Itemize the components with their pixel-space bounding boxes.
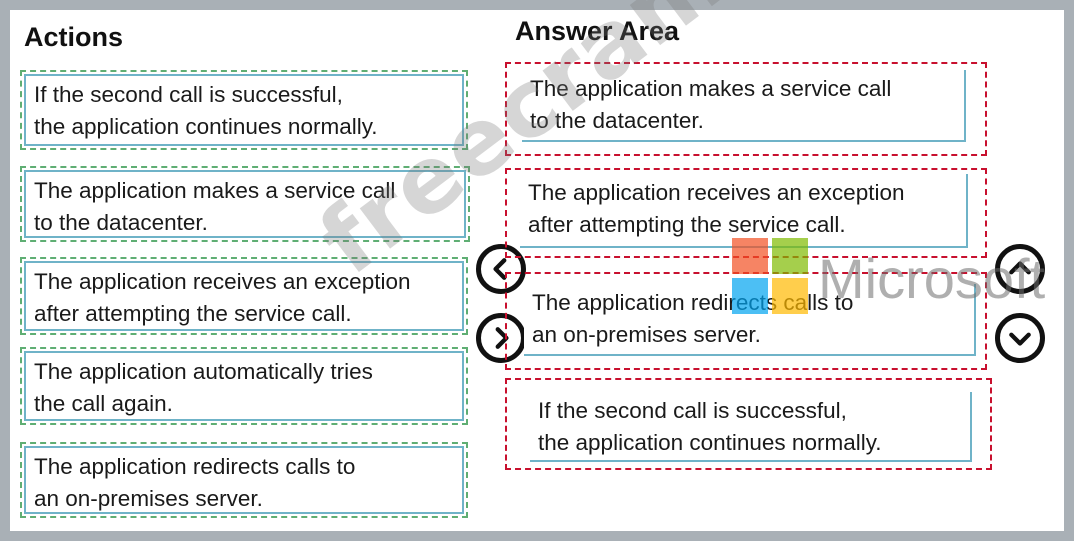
action-item-1-line2: the application continues normally. <box>34 114 378 139</box>
action-item-5[interactable]: The application redirects calls to an on… <box>20 442 468 518</box>
answer-item-2-line1: The application receives an exception <box>528 180 905 205</box>
drag-drop-panel: Actions If the second call is successful… <box>10 0 1064 531</box>
answer-item-1-line2: to the datacenter. <box>530 108 704 133</box>
move-left-button[interactable] <box>476 244 526 294</box>
action-item-4[interactable]: The application automatically tries the … <box>20 347 468 425</box>
action-item-3[interactable]: The application receives an exception af… <box>20 257 468 335</box>
answer-slot-1[interactable] <box>505 62 987 156</box>
down-arrow-icon <box>1009 332 1031 346</box>
answer-item-1-line1: The application makes a service call <box>530 76 892 101</box>
answer-item-3[interactable]: The application redirects calls to an on… <box>524 284 976 356</box>
actions-heading: Actions <box>24 22 124 52</box>
action-item-1[interactable]: If the second call is successful, the ap… <box>20 70 468 150</box>
action-item-4-line1: The application automatically tries <box>34 359 373 384</box>
action-item-3-line2: after attempting the service call. <box>34 301 352 326</box>
left-arrow-icon <box>493 258 507 280</box>
action-item-5-line1: The application redirects calls to <box>34 454 356 479</box>
answer-area-heading: Answer Area <box>515 16 680 46</box>
answer-item-3-line1: The application redirects calls to <box>532 290 854 315</box>
answer-item-2[interactable]: The application receives an exception af… <box>520 174 968 248</box>
action-item-2-line2: to the datacenter. <box>34 210 208 235</box>
action-item-2[interactable]: The application makes a service call to … <box>20 166 470 242</box>
answer-slot-4[interactable] <box>505 378 992 470</box>
answer-item-4[interactable]: If the second call is successful, the ap… <box>530 392 972 462</box>
move-up-button[interactable] <box>995 244 1045 294</box>
move-down-button[interactable] <box>995 313 1045 363</box>
answer-item-2-line2: after attempting the service call. <box>528 212 846 237</box>
action-item-4-line2: the call again. <box>34 391 173 416</box>
answer-item-4-line1: If the second call is successful, <box>538 398 847 423</box>
answer-item-4-line2: the application continues normally. <box>538 430 882 455</box>
action-item-3-line1: The application receives an exception <box>34 269 411 294</box>
up-arrow-icon <box>1009 261 1031 275</box>
action-item-2-line1: The application makes a service call <box>34 178 396 203</box>
action-item-1-line1: If the second call is successful, <box>34 82 343 107</box>
action-item-5-line2: an on-premises server. <box>34 486 263 511</box>
answer-item-3-line2: an on-premises server. <box>532 322 761 347</box>
answer-item-1[interactable]: The application makes a service call to … <box>522 70 966 142</box>
